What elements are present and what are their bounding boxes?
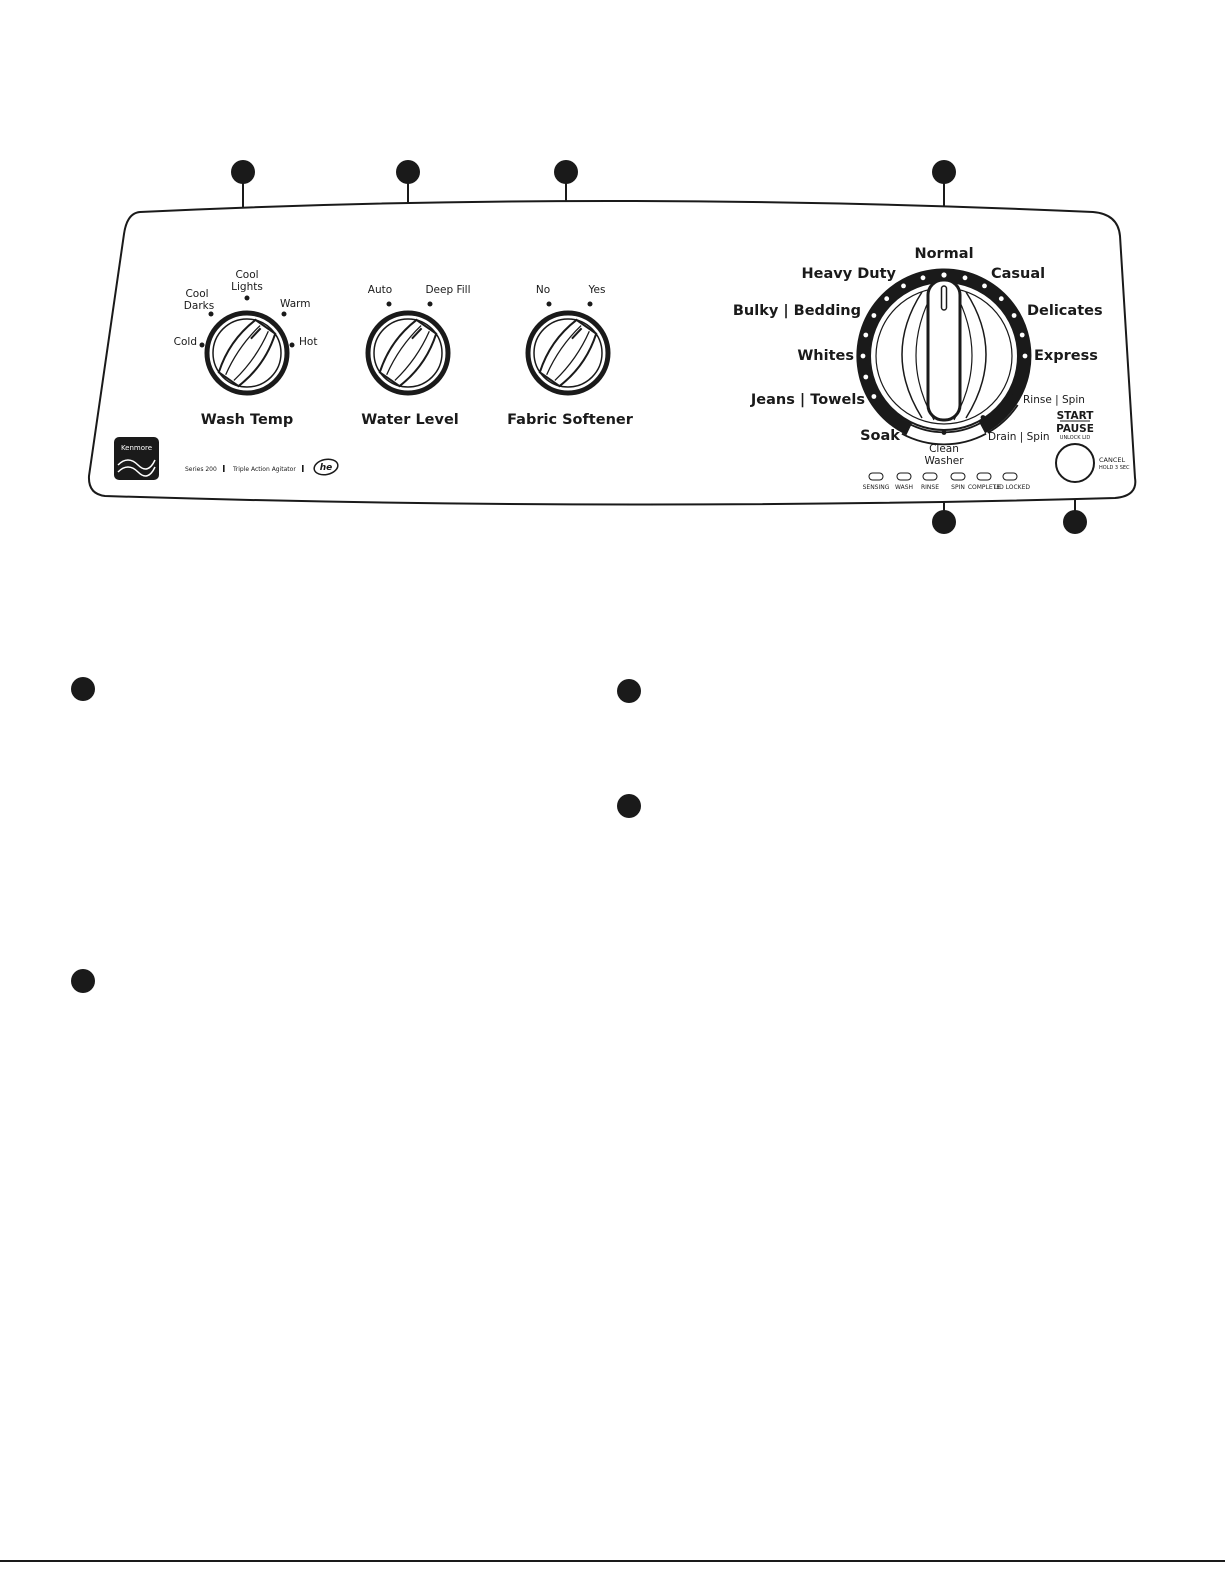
cycle-normal-label: Normal bbox=[914, 246, 973, 262]
status-light-complete bbox=[976, 472, 992, 481]
section-bullet-wash-temp bbox=[71, 677, 95, 701]
wash-temp-knob[interactable] bbox=[207, 313, 287, 393]
wash-temp-indicator-dots bbox=[199, 295, 295, 348]
callout-wash-temp bbox=[231, 160, 255, 184]
status-light-lid-locked bbox=[1002, 472, 1018, 481]
page-bottom-rule bbox=[0, 1560, 1225, 1562]
wash-temp-hot-label: Hot bbox=[299, 336, 317, 348]
cycle-rinse-spin-label: Rinse | Spin bbox=[1023, 394, 1085, 406]
pause-label: PAUSE bbox=[1056, 423, 1094, 435]
callout-markers bbox=[231, 160, 1087, 534]
cycle-indicator-dots bbox=[860, 272, 1028, 435]
status-label-sensing: SENSING bbox=[863, 484, 890, 491]
section-bullet-fabric-softener bbox=[617, 679, 641, 703]
cycle-soak-label: Soak bbox=[860, 428, 900, 444]
cycle-delicates-label: Delicates bbox=[1027, 303, 1103, 319]
svg-text:he: he bbox=[320, 463, 333, 473]
wash-temp-title: Wash Temp bbox=[201, 412, 294, 428]
cycle-jeans-towels-label: Jeans | Towels bbox=[750, 392, 865, 408]
status-label-rinse: RINSE bbox=[921, 484, 939, 491]
cycle-express-label: Express bbox=[1034, 348, 1098, 364]
fabric-softener-no-label: No bbox=[536, 284, 550, 296]
feature-label: Triple Action Agitator bbox=[232, 466, 296, 473]
hold-3-sec-label: HOLD 3 SEC bbox=[1099, 465, 1130, 471]
fabric-softener-knob[interactable] bbox=[528, 313, 608, 393]
callout-start-button bbox=[1063, 510, 1087, 534]
status-label-spin: SPIN bbox=[951, 484, 965, 491]
callout-cycle-knob bbox=[932, 160, 956, 184]
cancel-label: CANCEL bbox=[1099, 456, 1125, 464]
start-pause-button[interactable] bbox=[1055, 443, 1095, 483]
status-light-wash bbox=[896, 472, 912, 481]
wash-temp-cold-label: Cold bbox=[174, 336, 197, 348]
cycle-casual-label: Casual bbox=[991, 266, 1045, 282]
panel-outline bbox=[87, 200, 1137, 506]
wash-temp-warm-label: Warm bbox=[280, 298, 311, 310]
status-label-complete: COMPLETE bbox=[968, 484, 1001, 491]
cycle-clean-washer-label-line1: Clean bbox=[929, 443, 959, 455]
water-level-knob[interactable] bbox=[368, 313, 448, 393]
callout-water-level bbox=[396, 160, 420, 184]
water-level-title: Water Level bbox=[361, 412, 459, 428]
cycle-bulky-bedding-label: Bulky | Bedding bbox=[733, 303, 861, 319]
model-series-label: Series 200 bbox=[185, 466, 217, 473]
fabric-softener-indicator-dots bbox=[546, 301, 593, 307]
status-light-sensing bbox=[868, 472, 884, 481]
cycle-heavy-duty-label: Heavy Duty bbox=[802, 266, 897, 282]
fabric-softener-yes-label: Yes bbox=[588, 284, 606, 296]
section-bullet-water-level bbox=[71, 969, 95, 993]
wash-temp-cool-darks-label-line2: Darks bbox=[184, 300, 214, 312]
status-label-wash: WASH bbox=[895, 484, 913, 491]
cycle-knob[interactable] bbox=[856, 268, 1032, 446]
fabric-softener-title: Fabric Softener bbox=[507, 412, 634, 428]
cycle-whites-label: Whites bbox=[797, 348, 854, 364]
status-lights: SENSING WASH RINSE SPIN COMPLETE LID LOC… bbox=[863, 472, 1030, 491]
callout-fabric-softener bbox=[554, 160, 578, 184]
kenmore-logo: Kenmore bbox=[114, 437, 159, 480]
unlock-lid-label: UNLOCK LID bbox=[1060, 435, 1091, 441]
water-level-indicator-dots bbox=[386, 301, 433, 307]
he-logo: he bbox=[313, 458, 339, 476]
callout-status-lights bbox=[932, 510, 956, 534]
cycle-drain-spin-label: Drain | Spin bbox=[988, 431, 1050, 443]
start-label: START bbox=[1057, 410, 1095, 422]
wash-temp-cool-lights-label-line1: Cool bbox=[235, 269, 258, 281]
water-level-deep-fill-label: Deep Fill bbox=[425, 284, 470, 296]
section-bullet-cycle bbox=[617, 794, 641, 818]
cycle-clean-washer-label-line2: Washer bbox=[924, 455, 964, 467]
status-light-rinse bbox=[922, 472, 938, 481]
wash-temp-cool-lights-label-line2: Lights bbox=[231, 281, 263, 293]
svg-text:Kenmore: Kenmore bbox=[121, 444, 152, 452]
wash-temp-cool-darks-label-line1: Cool bbox=[185, 288, 208, 300]
water-level-auto-label: Auto bbox=[368, 284, 392, 296]
status-light-spin bbox=[950, 472, 966, 481]
status-label-lid-locked: LID LOCKED bbox=[994, 484, 1030, 491]
